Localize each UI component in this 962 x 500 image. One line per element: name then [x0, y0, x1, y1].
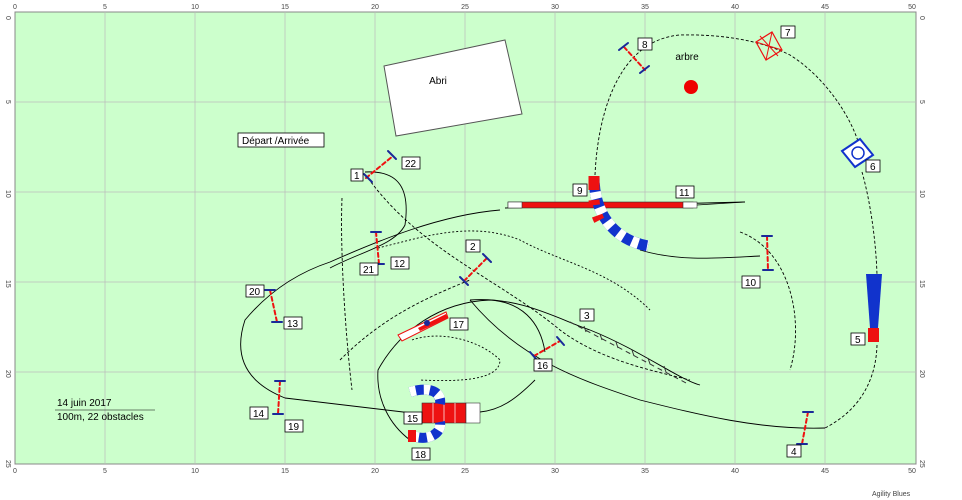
obstacle-label-11: 11 [679, 188, 690, 199]
bottom-tick: 30 [551, 468, 559, 475]
obstacle-label-16: 16 [537, 361, 549, 372]
jump-12-21 [375, 231, 380, 265]
course-path [240, 34, 878, 441]
bottom-tick: 25 [461, 468, 469, 475]
brand-label: Agility Blues [872, 491, 911, 498]
left-axis: 0 5 10 15 20 25 [4, 16, 11, 468]
left-tick: 10 [4, 190, 11, 198]
obstacle-label-6: 6 [870, 162, 876, 173]
obstacle-label-12: 12 [394, 259, 406, 270]
obstacle-label-8: 8 [642, 40, 648, 51]
jump-obstacles [264, 42, 814, 445]
tire-6 [840, 137, 875, 169]
left-tick: 25 [4, 460, 11, 468]
obstacle-label-14: 14 [253, 409, 265, 420]
obstacle-label-5: 5 [855, 335, 861, 346]
tree-label: arbre [675, 52, 699, 63]
right-tick: 10 [918, 190, 925, 198]
top-tick: 30 [551, 4, 559, 11]
obstacle-label-21: 21 [363, 265, 375, 276]
top-axis: 0 5 10 15 20 25 30 35 40 45 50 [13, 4, 916, 11]
left-tick: 15 [4, 280, 11, 288]
shelter-box [383, 39, 523, 137]
jump-16 [533, 340, 561, 357]
obstacle-label-3: 3 [584, 311, 590, 322]
date-label: 14 juin 2017 [57, 398, 112, 409]
tunnel-9 [588, 175, 650, 252]
right-tick: 5 [918, 100, 925, 104]
spread-jump-7 [755, 31, 783, 61]
jump-4 [801, 411, 809, 445]
tree-icon [684, 80, 698, 94]
obstacle-label-7: 7 [785, 28, 791, 39]
bottom-tick: 45 [821, 468, 829, 475]
obstacle-label-9: 9 [577, 186, 583, 197]
jump-13-20 [269, 289, 278, 323]
top-tick: 15 [281, 4, 289, 11]
left-tick: 0 [4, 16, 11, 20]
jump-1-22 [365, 155, 394, 179]
top-tick: 20 [371, 4, 379, 11]
bottom-tick: 40 [731, 468, 739, 475]
right-tick: 25 [918, 460, 925, 468]
plank-17 [397, 311, 449, 342]
bottom-tick: 50 [908, 468, 916, 475]
bottom-tick: 20 [371, 468, 379, 475]
right-tick: 20 [918, 370, 925, 378]
obstacle-label-19: 19 [288, 422, 300, 433]
obstacle-label-4: 4 [791, 447, 797, 458]
bottom-tick: 15 [281, 468, 289, 475]
obstacle-label-22: 22 [405, 159, 417, 170]
shelter-label: Abri [429, 76, 447, 87]
bottom-tick: 0 [13, 468, 17, 475]
obstacle-label-1: 1 [354, 171, 360, 182]
top-tick: 50 [908, 4, 916, 11]
bottom-tick: 10 [191, 468, 199, 475]
obstacle-label-17: 17 [453, 320, 465, 331]
obstacle-label-15: 15 [407, 414, 419, 425]
bottom-tick: 35 [641, 468, 649, 475]
obstacle-label-20: 20 [249, 287, 261, 298]
start-finish-label: Départ /Arrivée [242, 136, 310, 147]
right-tick: 0 [918, 16, 925, 20]
top-tick: 40 [731, 4, 739, 11]
top-tick: 10 [191, 4, 199, 11]
top-tick: 5 [103, 4, 107, 11]
left-tick: 20 [4, 370, 11, 378]
course-info-label: 100m, 22 obstacles [57, 412, 144, 423]
weave-poles-3 [569, 321, 689, 385]
tunnel-15-18 [408, 384, 481, 443]
jump-14-19 [277, 380, 281, 415]
obstacle-label-18: 18 [415, 450, 427, 461]
top-tick: 25 [461, 4, 469, 11]
jump-2 [463, 257, 488, 282]
top-tick: 0 [13, 4, 17, 11]
start-finish-box [237, 132, 325, 148]
right-tick: 15 [918, 280, 925, 288]
left-tick: 5 [4, 100, 11, 104]
jump-10 [766, 235, 769, 271]
tunnel-5 [866, 274, 882, 342]
obstacle-labels: 1 2 3 4 5 6 7 8 9 10 11 12 13 14 15 16 1… [245, 25, 881, 461]
obstacle-label-10: 10 [745, 278, 757, 289]
bottom-axis: 0 5 10 15 20 25 30 35 40 45 50 [13, 468, 916, 475]
top-tick: 35 [641, 4, 649, 11]
obstacle-label-2: 2 [470, 242, 476, 253]
bottom-tick: 5 [103, 468, 107, 475]
top-tick: 45 [821, 4, 829, 11]
jump-8 [623, 46, 646, 71]
obstacle-label-13: 13 [287, 319, 299, 330]
right-axis: 0 5 10 15 20 25 [918, 16, 925, 468]
